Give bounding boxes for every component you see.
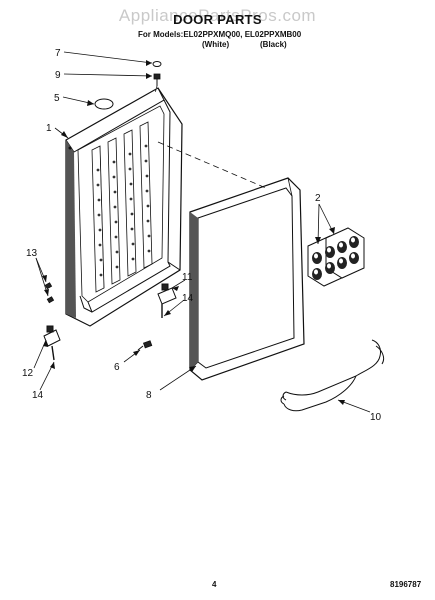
variant-black-label: (Black) — [260, 40, 287, 49]
part-9-screw — [153, 73, 161, 94]
door-gasket — [189, 177, 305, 381]
callout-13: 13 — [26, 248, 38, 259]
callout-1: 1 — [46, 123, 52, 134]
callout-11: 11 — [182, 272, 193, 283]
part-6-screw — [137, 340, 153, 351]
watermark: AppliancePartsPros.com — [118, 6, 317, 25]
callout-5: 5 — [54, 93, 60, 104]
part-5-plug — [94, 98, 114, 110]
rib-indentations — [96, 144, 151, 277]
document-number: 8196787 — [390, 580, 422, 589]
part-10-wire — [280, 339, 385, 412]
callout-6: 6 — [114, 362, 120, 373]
page-title: DOOR PARTS — [173, 12, 262, 27]
callout-14-right: 14 — [182, 293, 194, 304]
models-line: For Models:EL02PPXMQ00, EL02PPXMB00 — [138, 30, 302, 39]
callout-2: 2 — [315, 193, 321, 204]
callout-14-left: 14 — [32, 390, 44, 401]
callout-12: 12 — [22, 368, 34, 379]
part-11-hinge — [157, 283, 177, 318]
door-ribs — [91, 121, 153, 293]
callout-9: 9 — [55, 70, 61, 81]
egg-trays — [307, 227, 365, 287]
callout-8: 8 — [146, 390, 152, 401]
part-13-screws — [44, 282, 55, 304]
callout-7: 7 — [55, 48, 61, 59]
door-panel — [65, 87, 183, 327]
variant-white-label: (White) — [202, 40, 230, 49]
page-number: 4 — [212, 580, 217, 589]
callout-10: 10 — [370, 412, 382, 423]
part-7-cap — [152, 61, 162, 67]
leader-arrowheads — [42, 60, 345, 405]
part-12-hinge — [43, 325, 61, 361]
